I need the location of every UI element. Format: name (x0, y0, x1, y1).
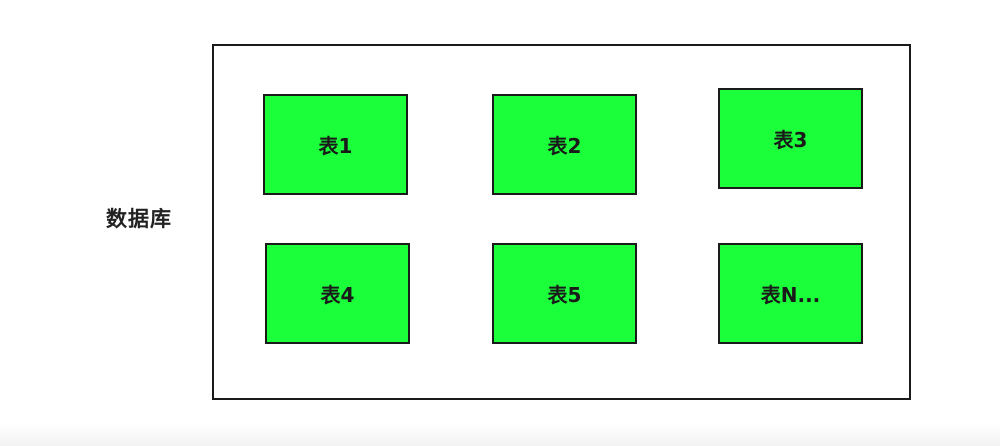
table-node-label: 表N... (760, 283, 821, 307)
table-node-1: 表1 (263, 94, 408, 195)
table-node-label: 表4 (320, 283, 355, 307)
table-node-n: 表N... (718, 243, 863, 344)
table-node-label: 表3 (773, 128, 808, 152)
table-node-2: 表2 (492, 94, 637, 195)
database-label: 数据库 (106, 207, 172, 231)
table-node-label: 表1 (318, 134, 353, 158)
table-node-4: 表4 (265, 243, 410, 344)
table-node-label: 表5 (547, 283, 582, 307)
table-node-3: 表3 (718, 88, 863, 189)
page-bottom-edge (0, 424, 1000, 446)
table-node-5: 表5 (492, 243, 637, 344)
table-node-label: 表2 (547, 134, 582, 158)
